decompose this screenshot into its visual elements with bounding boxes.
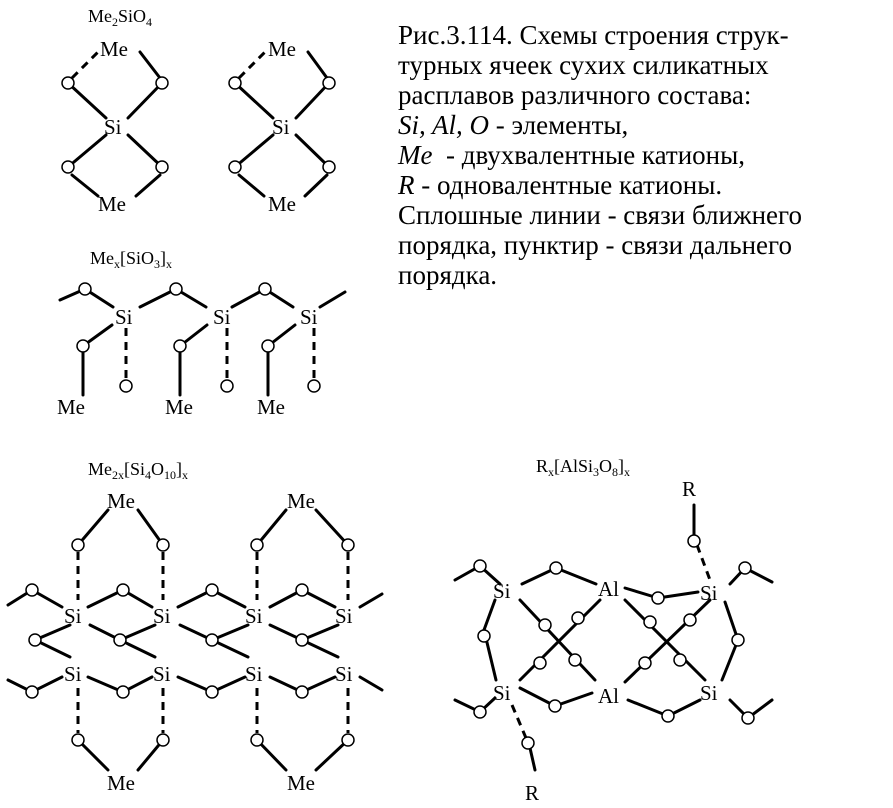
atom-label-r: R bbox=[682, 477, 696, 501]
atom-label-si: Si bbox=[213, 305, 231, 329]
orthosilicate-unit-left: Si Me Me bbox=[61, 37, 169, 216]
atom-label-me: Me bbox=[107, 771, 135, 795]
atom-label-me: Me bbox=[287, 489, 315, 513]
atom-label-si: Si bbox=[272, 115, 290, 139]
caption-line: Сплошные линии - связи ближнего bbox=[398, 200, 802, 230]
atom-label-si: Si bbox=[64, 604, 82, 628]
figure-caption: Рис.3.114. Схемы строения струк- турных … bbox=[398, 20, 890, 290]
caption-line: турных ячеек сухих силикатных bbox=[398, 50, 769, 80]
atom-label-si: Si bbox=[153, 662, 171, 686]
formula-rx-alsi3o8-x: Rx[AlSi3O8]x bbox=[536, 456, 630, 479]
atom-label-al: Al bbox=[598, 577, 619, 601]
atom-label-si: Si bbox=[700, 681, 718, 705]
atom-label-si: Si bbox=[335, 604, 353, 628]
atom-label-si: Si bbox=[700, 581, 718, 605]
atom-label-me: Me bbox=[165, 395, 193, 419]
caption-line: порядка. bbox=[398, 260, 498, 290]
atom-label-si: Si bbox=[335, 662, 353, 686]
caption-text: - одновалентные катионы. bbox=[414, 170, 723, 200]
atom-label-si: Si bbox=[493, 579, 511, 603]
formula-mex-sio3-x: Mex[SiO3]x bbox=[90, 248, 172, 271]
atom-label-r: R bbox=[525, 781, 539, 805]
atom-label-si: Si bbox=[153, 604, 171, 628]
formula-me2x-si4o10-x: Me2x[Si4O10]x bbox=[88, 459, 188, 482]
atom-label-si: Si bbox=[300, 305, 318, 329]
caption-symbols: Me bbox=[398, 140, 433, 170]
atom-label-me: Me bbox=[268, 37, 296, 61]
caption-line: порядка, пунктир - связи дальнего bbox=[398, 230, 792, 260]
atom-label-si: Si bbox=[245, 604, 263, 628]
caption-text: - двухвалентные катионы, bbox=[432, 140, 746, 170]
atom-label-si: Si bbox=[245, 662, 263, 686]
atom-label-me: Me bbox=[287, 771, 315, 795]
atom-label-al: Al bbox=[598, 684, 619, 708]
caption-line: Me - двухвалентные катионы, bbox=[398, 140, 890, 170]
atom-label-me: Me bbox=[257, 395, 285, 419]
orthosilicate-unit-right: Si Me Me bbox=[228, 37, 336, 216]
caption-line: Si, Al, O - элементы, bbox=[398, 110, 890, 140]
layered-silicate: Me Me bbox=[6, 489, 384, 795]
formula-me2sio4: Me2SiO4 bbox=[88, 6, 152, 29]
metasilicate-chain: Si Me Si Me Si Me bbox=[57, 282, 347, 419]
atom-label-si: Si bbox=[104, 115, 122, 139]
atom-label-me: Me bbox=[268, 192, 296, 216]
atom-label-me: Me bbox=[100, 37, 128, 61]
caption-line: R - одновалентные катионы. bbox=[398, 170, 890, 200]
atom-label-me: Me bbox=[98, 192, 126, 216]
atom-label-si: Si bbox=[64, 662, 82, 686]
atom-label-si: Si bbox=[115, 305, 133, 329]
framework-aluminosilicate: R bbox=[453, 477, 774, 805]
caption-symbols: Si, Al, O bbox=[398, 110, 490, 140]
caption-line: Рис.3.114. Схемы строения струк- bbox=[398, 20, 789, 50]
atom-label-si: Si bbox=[493, 681, 511, 705]
caption-symbols: R bbox=[398, 170, 415, 200]
caption-text: - элементы, bbox=[489, 110, 629, 140]
atom-label-me: Me bbox=[57, 395, 85, 419]
caption-line: расплавов различного состава: bbox=[398, 80, 752, 110]
atom-label-me: Me bbox=[107, 489, 135, 513]
